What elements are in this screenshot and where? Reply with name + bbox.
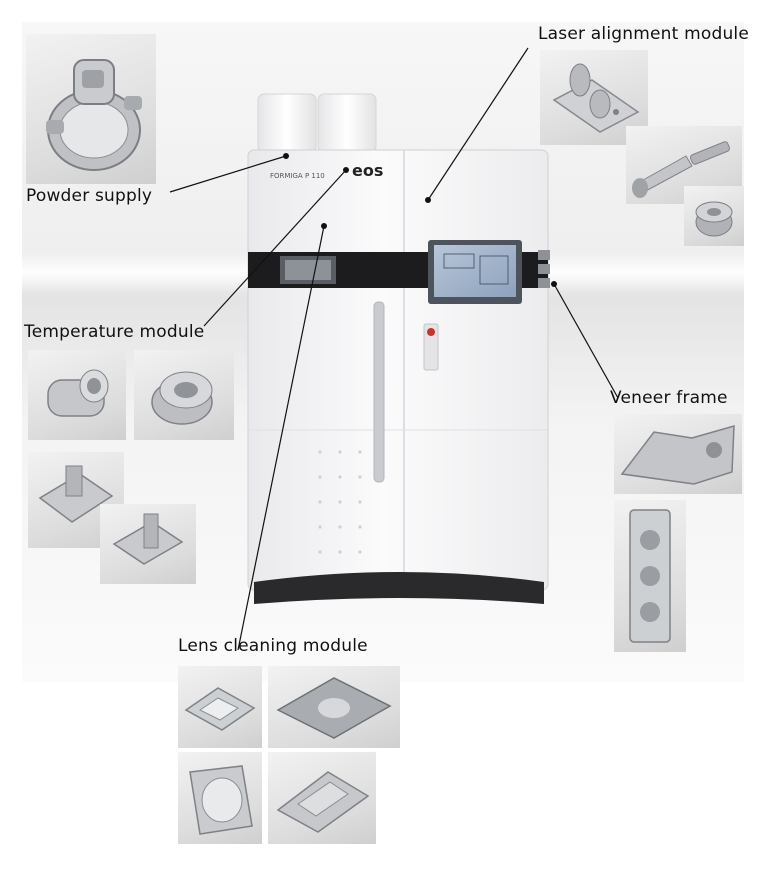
lens-cleaning-part-1-photo: [178, 666, 262, 748]
lens-cleaning-part-3-photo: [178, 752, 262, 844]
veneer-frame-part-2-photo: [614, 500, 686, 652]
label-laser-alignment-module: Laser alignment module: [538, 24, 749, 44]
machine-brand-logo: eos: [352, 161, 383, 180]
temperature-part-2-photo: [134, 350, 234, 440]
lens-cleaning-part-4-photo: [268, 752, 376, 844]
laser-alignment-knob-photo: [684, 186, 744, 246]
label-temperature-module: Temperature module: [24, 322, 205, 342]
label-powder-supply: Powder supply: [26, 186, 153, 206]
label-veneer-frame: Veneer frame: [610, 388, 728, 408]
sls-machine-illustration: eos FORMIGA P 110: [240, 92, 560, 622]
temperature-part-4-photo: [100, 504, 196, 584]
veneer-frame-part-1-photo: [614, 414, 742, 494]
machine-model-label: FORMIGA P 110: [270, 172, 325, 180]
label-lens-cleaning-module: Lens cleaning module: [178, 636, 368, 656]
lens-cleaning-part-2-photo: [268, 666, 400, 748]
powder-supply-part-photo: [26, 34, 156, 184]
temperature-part-1-photo: [28, 350, 126, 440]
